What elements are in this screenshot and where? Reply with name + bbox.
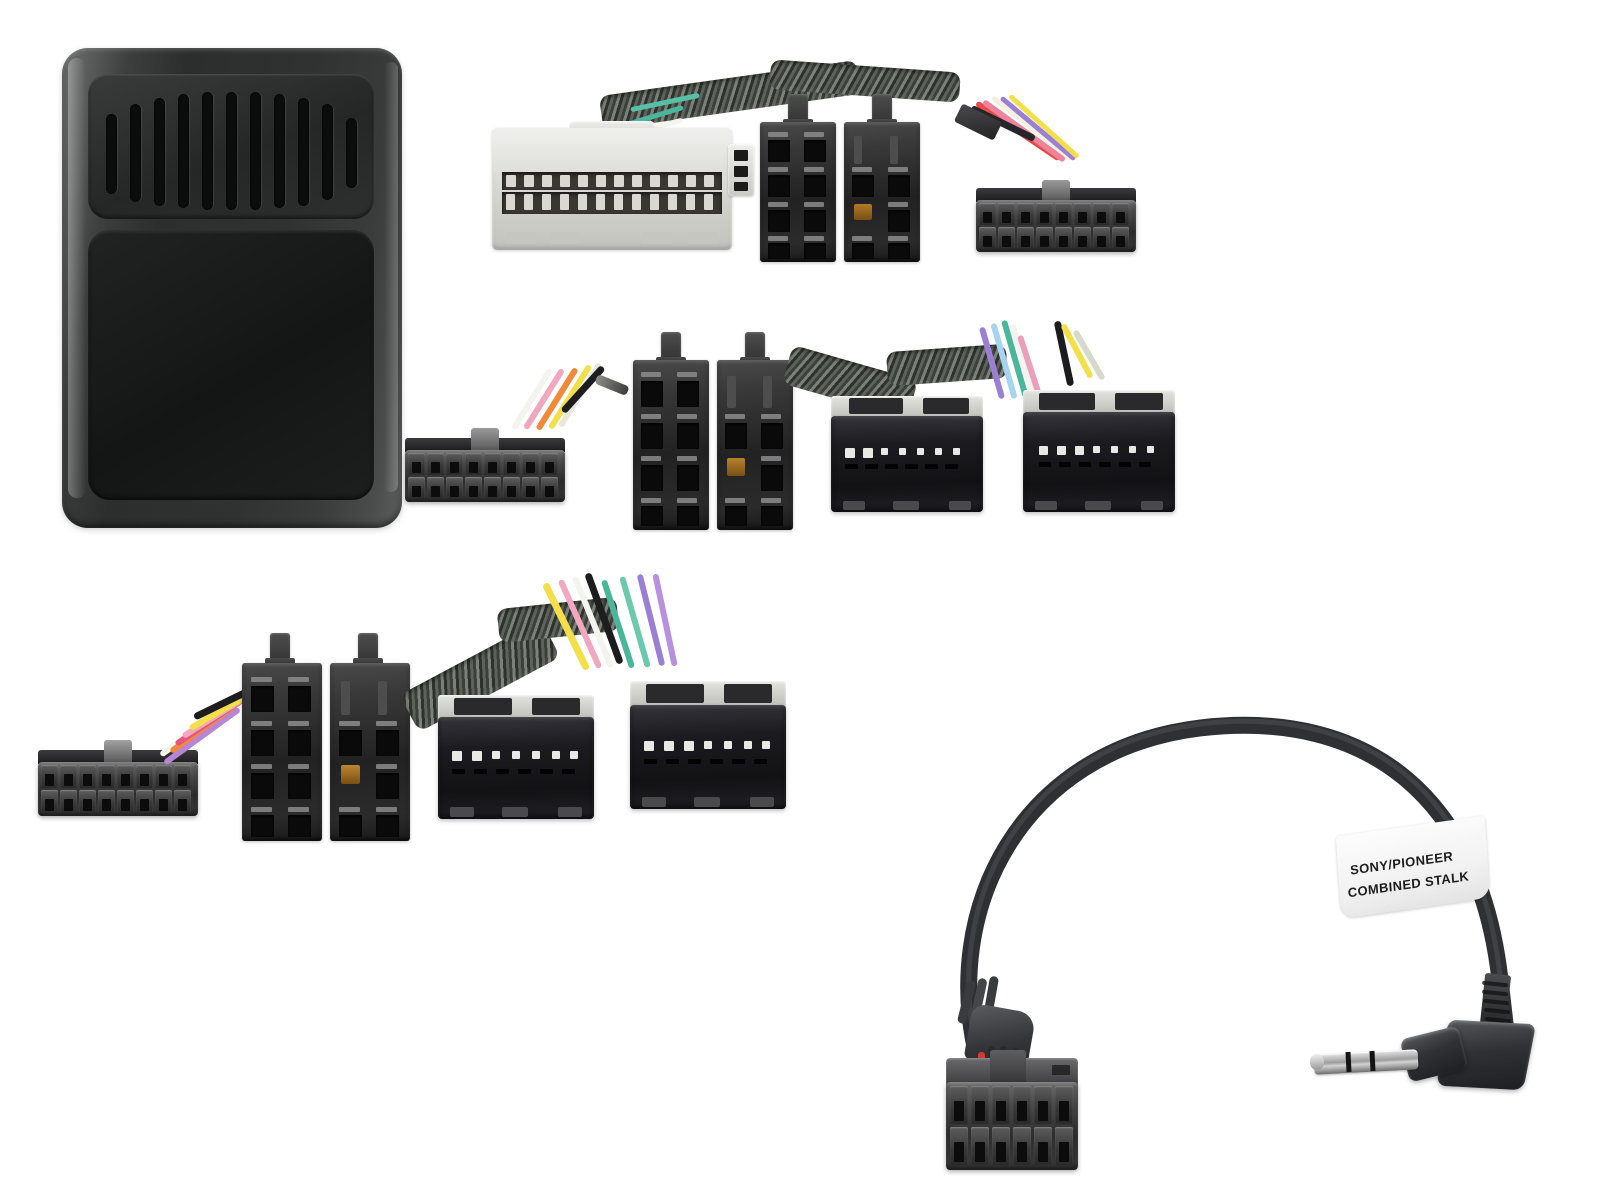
harness-bottom (30, 572, 830, 855)
connector-center-latch (104, 740, 132, 764)
gm-connector-b (1023, 390, 1175, 512)
iso-connector-d (717, 332, 793, 530)
grey-connector-pin-row-upper (502, 172, 722, 190)
vent-grille (88, 74, 374, 219)
wire-bundle-middle-left (491, 362, 606, 448)
patch-lead: SONY/PIONEER COMBINED STALK (900, 680, 1580, 1180)
wire-bundle-top-right (953, 93, 1088, 198)
iso-connector-e (242, 633, 322, 841)
harness-middle (395, 319, 1195, 550)
gm-connector-c (438, 695, 594, 819)
iso-connector-b (844, 94, 920, 262)
iso-connector-c (633, 332, 709, 530)
gm-connector-a (831, 396, 983, 512)
black-16pin-connector-middle (405, 428, 565, 502)
connector-center-latch (1042, 180, 1070, 202)
molex-marking-12 (1052, 1065, 1070, 1075)
oem-grey-connector (492, 121, 732, 250)
gm-connector-d (630, 681, 786, 809)
iso-connector-f (330, 633, 410, 841)
iso-brown-key (341, 765, 360, 784)
grey-connector-top (492, 128, 732, 172)
molex-12pin-connector (946, 1050, 1078, 1170)
jack-tip (1313, 1049, 1419, 1075)
jack-35mm-right-angle (1300, 972, 1550, 1106)
iso-brown-key (854, 204, 872, 220)
module-front-panel (88, 230, 374, 500)
black-16pin-connector-bottom (38, 740, 198, 816)
grey-connector-pin-row-lower (502, 192, 722, 214)
molex-keyway (990, 1050, 1026, 1086)
iso-connector-a (760, 94, 836, 262)
module-highlight-left (68, 58, 86, 498)
grey-connector-side-clip (728, 144, 754, 196)
black-16pin-connector-top (976, 180, 1136, 252)
iso-brown-key (727, 458, 745, 476)
harness-top (470, 59, 1150, 290)
interface-module (62, 48, 402, 528)
connector-center-latch (471, 428, 499, 452)
